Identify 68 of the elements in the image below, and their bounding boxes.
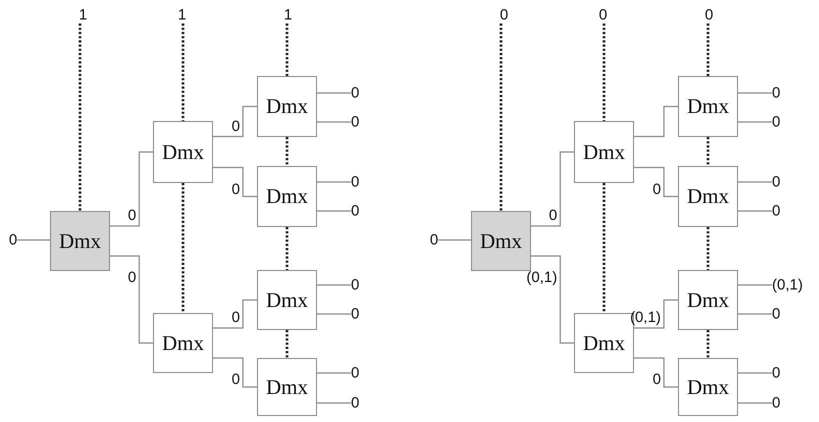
connector-line (738, 372, 772, 374)
demux-box: Dmx (678, 166, 738, 227)
connector-line (634, 166, 678, 198)
demux-box: Dmx (50, 211, 110, 271)
connector-line (17, 239, 50, 241)
connector-line (110, 151, 153, 227)
connector-line (317, 284, 351, 286)
connector-line (213, 357, 257, 388)
demux-box: Dmx (574, 121, 634, 183)
connector-line (738, 92, 772, 94)
demux-box: Dmx (153, 121, 213, 183)
demux-box: Dmx (678, 270, 738, 330)
dotted-control-line (500, 24, 502, 211)
dotted-control-line (602, 183, 606, 313)
connector-line (438, 239, 471, 241)
edge-label: 0 (232, 372, 240, 387)
connector-line (110, 255, 153, 344)
dotted-control-line (286, 24, 288, 76)
demux-box: Dmx (257, 358, 317, 416)
edge-label: 0 (652, 372, 661, 387)
dotted-control-line (286, 330, 288, 358)
connector-line (317, 92, 351, 94)
edge-label: 0 (128, 270, 136, 285)
connector-line (213, 166, 257, 198)
edge-label: 0 (232, 310, 240, 325)
edge-label: 0 (652, 182, 661, 196)
demux-box: Dmx (678, 76, 738, 137)
connector-line (531, 151, 574, 227)
edge-label: 0 (128, 208, 136, 223)
dotted-control-line (286, 227, 288, 270)
dotted-control-line (706, 330, 710, 358)
connector-line (738, 181, 772, 183)
edge-label: 0 (232, 182, 240, 196)
connector-line (634, 106, 678, 138)
edge-label: 0 (232, 118, 240, 134)
connector-line (213, 299, 257, 329)
connector-line (213, 106, 257, 138)
dotted-control-line (602, 24, 606, 121)
connector-line (317, 313, 351, 315)
connector-line (738, 121, 772, 123)
dotted-control-line (182, 24, 184, 121)
demux-box: Dmx (257, 270, 317, 330)
connector-line (738, 284, 772, 286)
connector-line (738, 313, 772, 315)
dotted-control-line (182, 183, 184, 313)
connector-line (634, 299, 678, 329)
dotted-control-line (706, 227, 710, 270)
demux-box: Dmx (678, 358, 738, 416)
demux-box: Dmx (257, 76, 317, 137)
demux-box: Dmx (471, 211, 531, 271)
connector-line (317, 181, 351, 183)
connector-line (317, 210, 351, 212)
connector-line (317, 121, 351, 123)
dotted-control-line (78, 24, 82, 211)
dotted-control-line (706, 137, 710, 166)
demux-box: Dmx (257, 166, 317, 227)
demux-box: Dmx (153, 313, 213, 373)
connector-line (317, 372, 351, 374)
edge-label: (0,1) (526, 270, 558, 285)
edge-label: 0 (548, 208, 558, 223)
connector-line (531, 255, 574, 344)
signal-value: (0,1) (772, 276, 803, 294)
connector-line (738, 402, 772, 404)
connector-line (738, 210, 772, 212)
dotted-control-line (286, 137, 288, 166)
connector-line (634, 357, 678, 388)
connector-line (317, 402, 351, 404)
dotted-control-line (706, 24, 710, 76)
